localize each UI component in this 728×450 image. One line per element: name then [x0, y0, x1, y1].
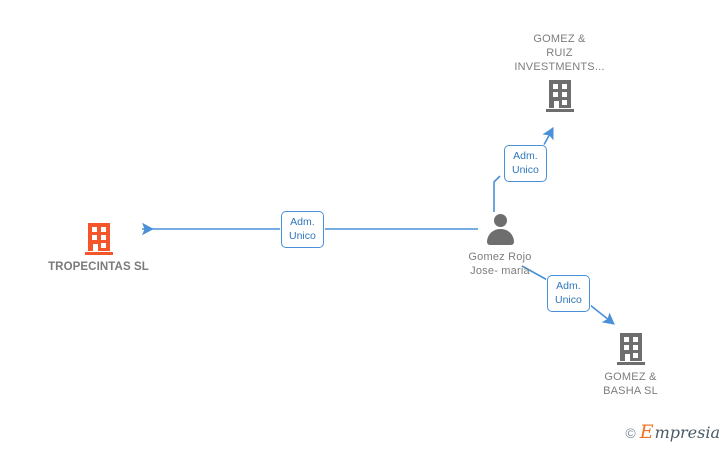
- building-icon: [545, 80, 574, 112]
- edge-person-to-top-line: [493, 175, 501, 212]
- brand-name: mpresia: [654, 422, 720, 442]
- watermark-empresia: © E mpresia: [625, 423, 720, 442]
- node-company-tropecintas-sl[interactable]: TROPECINTAS SL: [36, 223, 161, 274]
- node-company-gomez-basha-sl-label: GOMEZ & BASHA SL: [603, 371, 658, 397]
- copyright-symbol: ©: [625, 424, 636, 441]
- edge-label-person-to-bottom[interactable]: Adm. Unico: [547, 275, 590, 312]
- building-icon: [616, 333, 645, 365]
- node-company-gomez-basha-sl[interactable]: GOMEZ & BASHA SL: [578, 333, 683, 398]
- edge-label-person-to-focal[interactable]: Adm. Unico: [281, 211, 324, 248]
- node-company-gomez-ruiz-investments[interactable]: GOMEZ & RUIZ INVESTMENTS...: [497, 32, 622, 112]
- node-person-gomez-rojo-jose-maria[interactable]: Gomez Rojo Jose- maria: [460, 213, 540, 278]
- person-icon: [485, 213, 515, 245]
- brand-initial: E: [639, 421, 654, 443]
- edge-label-person-to-top[interactable]: Adm. Unico: [504, 145, 547, 182]
- building-icon: [84, 223, 113, 255]
- edge-person-to-bottom-line-2: [589, 304, 615, 325]
- node-company-tropecintas-sl-label: TROPECINTAS SL: [48, 261, 149, 273]
- node-person-label: Gomez Rojo Jose- maria: [468, 251, 532, 277]
- node-company-gomez-ruiz-investments-label: GOMEZ & RUIZ INVESTMENTS...: [514, 33, 605, 73]
